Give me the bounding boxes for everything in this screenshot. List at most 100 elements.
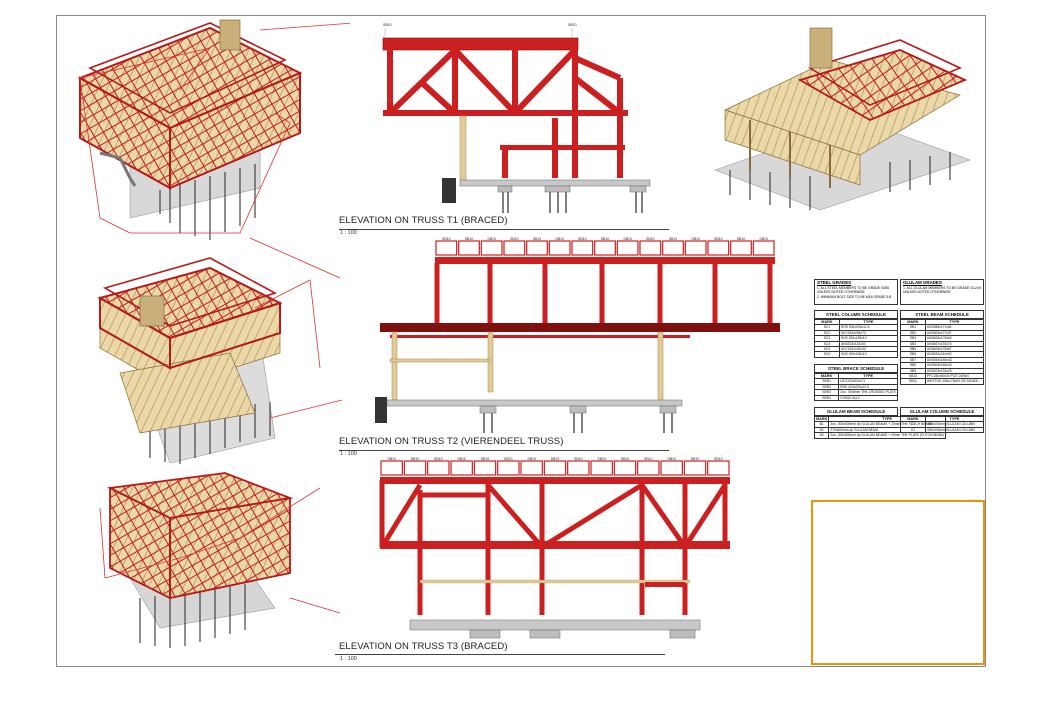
truss-top-label: SB10: [669, 237, 678, 241]
elevation-t2-top-boxes: SB10 SB10 SB10 SB10 SB10 SB10 SB10 SB10 SB10 SB10…: [435, 237, 775, 256]
truss-top-box: [616, 240, 639, 256]
elevation-t1-rule: [339, 229, 669, 230]
truss-top-box: [662, 240, 684, 256]
truss-top-box: [594, 240, 616, 256]
truss-top-label: SB10: [644, 457, 653, 461]
schedule-type: CHS60.3x3.2: [838, 394, 898, 402]
selection-highlight-box[interactable]: [811, 500, 985, 665]
truss-top-label: SB10: [578, 237, 587, 241]
truss-top-label: SB10: [714, 457, 723, 461]
truss-top-box: [637, 460, 660, 476]
glulam-grades-line-2: UNLESS NOTED OTHERWISE: [903, 290, 951, 295]
truss-top-label: SB10: [574, 457, 583, 461]
truss-top-label: SB10: [434, 457, 443, 461]
isometric-view-t1: [77, 19, 303, 240]
schedule-type: PFC150x90x24 PCE DOWN: [924, 373, 985, 380]
truss-top-label: SB10: [533, 237, 542, 241]
truss-top-label: SB10: [504, 457, 513, 461]
schedule-mark: B3: [813, 432, 830, 439]
glulam-beam-schedule-title: GLULAM BEAM SCHEDULE: [814, 407, 898, 416]
steel-grades-line-1: 1. ALL STEEL MEMBERS TO BE GRADE S355: [817, 286, 889, 291]
isometric-views-left: [77, 19, 350, 648]
truss-top-box: [458, 240, 480, 256]
isometric-view-t2: [97, 257, 283, 464]
truss-top-box: [497, 460, 520, 476]
truss-top-label: SB10: [737, 237, 746, 241]
elevation-t3-scale: 1 : 100: [340, 656, 357, 662]
schedule-header-type: TYPE: [838, 372, 898, 380]
schedule-mark: SBR2: [813, 383, 840, 391]
elevation-t3-rule: [335, 654, 665, 655]
truss-top-label: SB10: [759, 237, 768, 241]
truss-top-label: SB10: [442, 237, 451, 241]
truss-top-label: SB10: [646, 237, 655, 241]
schedule-header-type: TYPE: [838, 318, 899, 326]
truss-top-box: [567, 460, 590, 476]
schedule-mark: SB11: [900, 378, 926, 385]
truss-top-box: [526, 240, 548, 256]
elevation-t3-top-boxes: SB10 SB10 SB10 SB10 SB10 SB10 SB10 SB10 SB10 SB10…: [380, 457, 730, 476]
steel-column-schedule-title: STEEL COLUMN SCHEDULE: [814, 310, 898, 319]
schedule-mark: SBR1: [813, 378, 840, 385]
truss-top-box: [683, 460, 707, 476]
truss-top-label: SB10: [487, 237, 496, 241]
truss-top-box: [520, 460, 543, 476]
truss-top-label: SB10: [527, 457, 536, 461]
schedule-mark: B1: [813, 421, 830, 428]
truss-top-label: SB10: [667, 457, 676, 461]
truss-top-label: SB10: [555, 237, 564, 241]
truss-top-box: [684, 240, 707, 256]
schedule-type: 400x400mm GLULAM COLUMN: [924, 426, 985, 434]
schedule-type: 2no. 200x600mm dp GLULAM BEAMS + 20mm TH…: [828, 432, 946, 439]
truss-top-box: [548, 240, 571, 256]
schedule-mark: C2: [900, 426, 926, 434]
isometric-view-right: [714, 27, 971, 210]
truss-top-box: [639, 240, 662, 256]
steel-grades-line-3: 2. MINIMUM BOLT SIZE TO BE M16 GRADE 8.8: [817, 294, 892, 299]
truss-top-label: SB10: [387, 457, 396, 461]
truss-top-box: [660, 460, 683, 476]
truss-top-label: SB10: [597, 457, 606, 461]
glulam-column-schedule-title: GLULAM COLUMN SCHEDULE: [900, 407, 984, 416]
elevation-t2-rule: [339, 450, 669, 451]
schedule-header-mark: MARK: [813, 415, 830, 423]
schedule-type: SHS 150x150x10: [838, 351, 899, 358]
truss-top-label: SB10: [691, 457, 700, 461]
elevation-t2-title: ELEVATION ON TRUSS T2 (VIERENDEEL TRUSS): [339, 436, 564, 447]
truss-top-label: SB10: [510, 237, 519, 241]
truss-top-box: [403, 460, 427, 476]
schedule-type: WESTOK 406x178x54 CB 250/600: [924, 378, 985, 385]
glulam-grades-title: GLULAM GRADES: [903, 280, 942, 285]
truss-top-box: [450, 460, 473, 476]
leader-lines-left: [79, 22, 350, 614]
truss-top-box: [503, 240, 526, 256]
truss-top-label: SB10: [623, 237, 632, 241]
truss-top-label: SB10: [621, 457, 630, 461]
truss-top-label: SB10: [457, 457, 466, 461]
steel-grades-line-2: UNLESS NOTED OTHERWISE: [817, 290, 865, 295]
elevation-t2-drawing: SB10 SB10 SB10 SB10 SB10 SB10 SB10 SB10 SB10 SB10…: [375, 237, 780, 433]
truss-top-box: [707, 240, 730, 256]
truss-top-box: [543, 460, 567, 476]
steel-grades-title: STEEL GRADES: [817, 280, 852, 285]
truss-top-box: [571, 240, 594, 256]
truss-top-box: [730, 240, 752, 256]
schedule-header-type: TYPE: [924, 415, 985, 423]
